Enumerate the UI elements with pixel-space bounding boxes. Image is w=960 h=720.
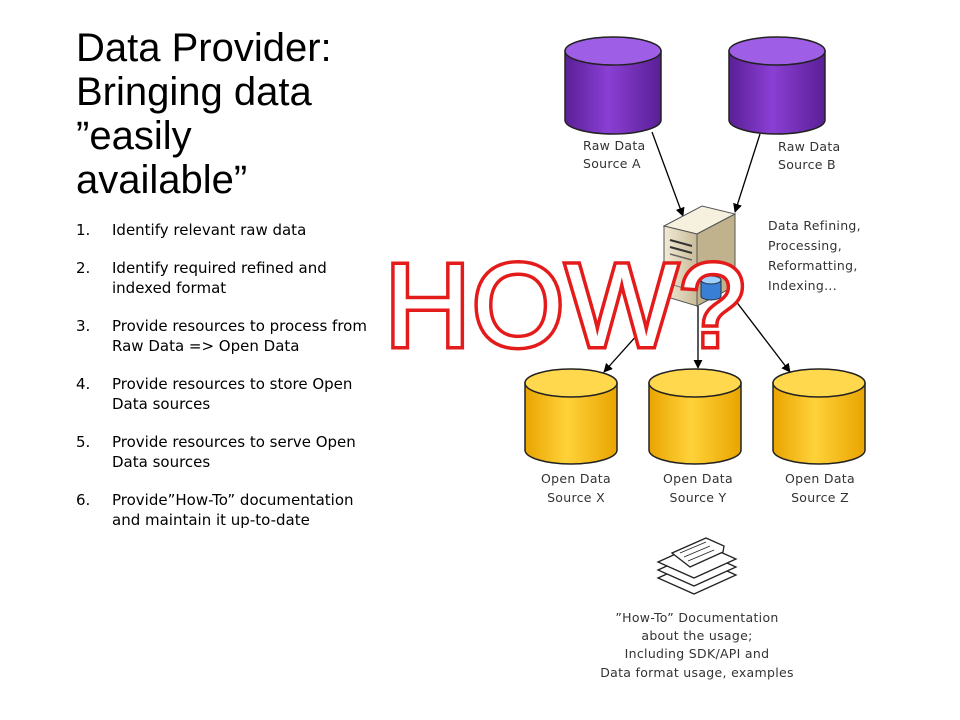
step-text: Provide resources to process from Raw Da… [112, 317, 367, 355]
server-note-line: Processing, [768, 238, 842, 253]
raw-b-label: Raw Data [778, 139, 841, 154]
step-text: Identify required refined and indexed fo… [112, 259, 327, 297]
raw-data-source-b-icon [728, 36, 826, 135]
step-text: Provide”How-To” documentation and mainta… [112, 491, 354, 529]
open-z-label: Source Z [791, 490, 849, 505]
arrow-server-to-x [603, 295, 673, 373]
doc-note-line: ”How-To” Documentation [615, 610, 778, 625]
title-line: Bringing data [76, 70, 312, 114]
raw-data-source-a-icon [564, 36, 662, 135]
step-number: 5. [76, 433, 91, 451]
doc-note-line: Data format usage, examples [600, 665, 794, 680]
step-number: 3. [76, 317, 91, 335]
step-text: Provide resources to store Open Data sou… [112, 375, 353, 413]
open-data-source-y-icon [648, 368, 742, 465]
raw-a-label: Raw Data [583, 138, 646, 153]
slide-title: Data Provider: Bringing data ”easily ava… [76, 26, 386, 202]
list-item: 2. Identify required refined and indexed … [76, 258, 376, 298]
steps-list: 1. Identify relevant raw data 2. Identify … [76, 220, 376, 548]
open-y-label: Open Data [663, 471, 733, 486]
flow-arrows [603, 131, 791, 373]
list-item: 1. Identify relevant raw data [76, 220, 376, 240]
arrow-a-to-server [651, 131, 685, 217]
doc-note-line: about the usage; [641, 628, 752, 643]
step-text: Identify relevant raw data [112, 221, 307, 239]
arrow-b-to-server [733, 133, 761, 213]
documents-icon [656, 537, 738, 595]
raw-a-label: Source A [583, 156, 641, 171]
doc-note-line: Including SDK/API and [625, 646, 770, 661]
step-number: 4. [76, 375, 91, 393]
list-item: 3. Provide resources to process from Raw … [76, 316, 376, 356]
step-number: 6. [76, 491, 91, 509]
title-line: ”easily [76, 114, 192, 158]
list-item: 4. Provide resources to store Open Data s… [76, 374, 376, 414]
arrow-server-to-z [731, 295, 791, 373]
title-line: available” [76, 158, 248, 202]
server-note-line: Indexing... [768, 278, 837, 293]
server-note-line: Data Refining, [768, 218, 861, 233]
raw-b-label: Source B [778, 157, 836, 172]
step-text: Provide resources to serve Open Data sou… [112, 433, 356, 471]
list-item: 5. Provide resources to serve Open Data s… [76, 432, 376, 472]
open-z-label: Open Data [785, 471, 855, 486]
open-y-label: Source Y [670, 490, 727, 505]
server-note-line: Reformatting, [768, 258, 858, 273]
step-number: 1. [76, 221, 91, 239]
how-overlay-text: HOW? [385, 240, 747, 372]
open-x-label: Source X [547, 490, 605, 505]
step-number: 2. [76, 259, 91, 277]
title-line: Data Provider: [76, 26, 332, 70]
open-x-label: Open Data [541, 471, 611, 486]
open-data-source-z-icon [772, 368, 866, 465]
open-data-source-x-icon [524, 368, 618, 465]
server-icon [662, 205, 737, 307]
list-item: 6. Provide”How-To” documentation and main… [76, 490, 376, 530]
